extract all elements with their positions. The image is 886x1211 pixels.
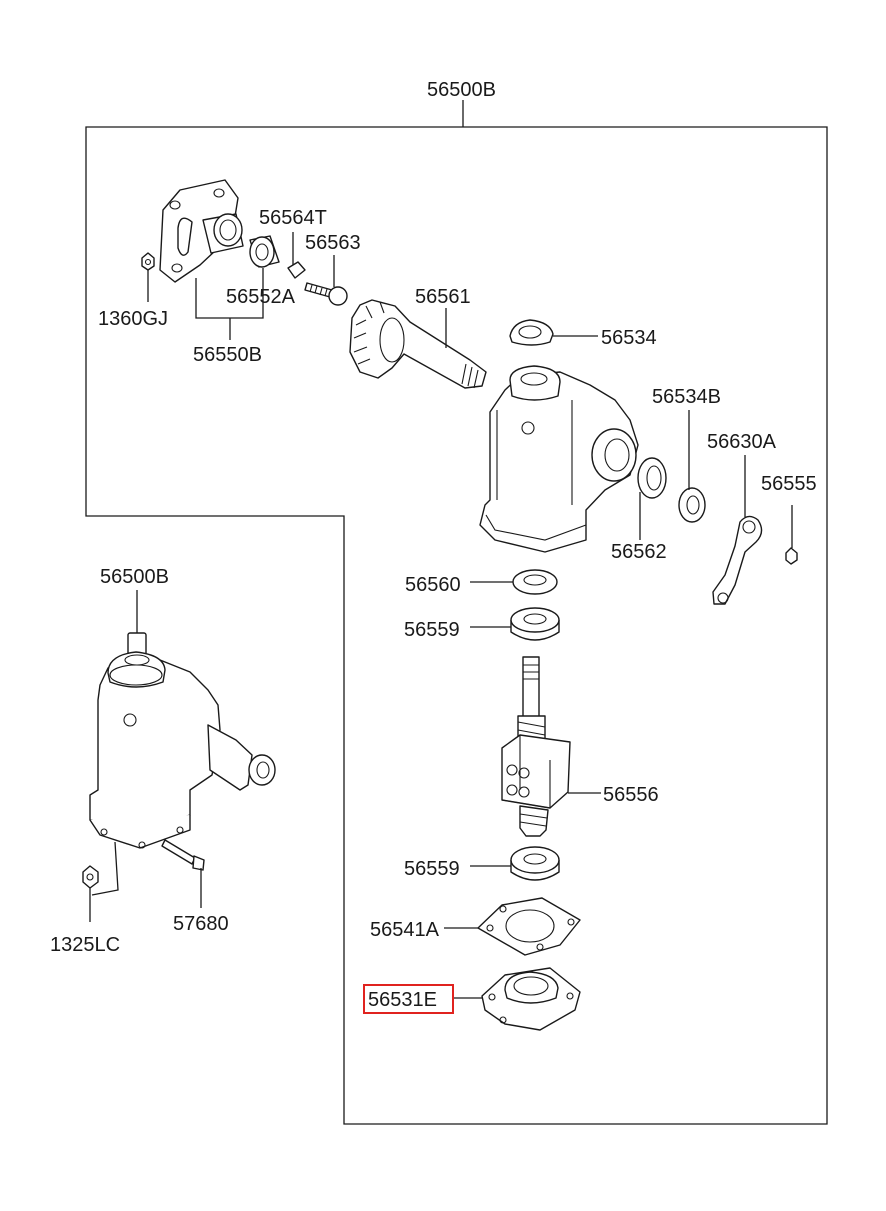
leader-1325LC-bracket — [91, 841, 119, 896]
label-56555[interactable]: 56555 — [761, 473, 817, 495]
part-57680-bolt — [161, 839, 205, 871]
label-56556[interactable]: 56556 — [603, 784, 659, 806]
label-1360GJ[interactable]: 1360GJ — [98, 308, 168, 330]
part-56552A-bushing — [249, 235, 280, 268]
label-56552A[interactable]: 56552A — [226, 286, 296, 308]
part-56534-seal — [509, 319, 554, 346]
label-56630A[interactable]: 56630A — [707, 431, 777, 453]
part-56559-bearing-top — [510, 607, 560, 641]
part-56559-bearing-bottom — [510, 846, 560, 881]
label-1325LC[interactable]: 1325LC — [50, 934, 120, 956]
label-56561[interactable]: 56561 — [415, 286, 471, 308]
part-56531E-cover — [481, 967, 581, 1031]
label-56500B-side[interactable]: 56500B — [100, 566, 169, 588]
label-56500B-top[interactable]: 56500B — [427, 79, 496, 101]
label-56550B[interactable]: 56550B — [193, 344, 262, 366]
part-56550B-flange — [159, 179, 244, 283]
part-1360GJ-nut — [141, 252, 155, 271]
label-56534B[interactable]: 56534B — [652, 386, 721, 408]
label-56560[interactable]: 56560 — [405, 574, 461, 596]
part-1325LC-nut — [82, 865, 99, 889]
part-56555-nut — [785, 547, 798, 565]
part-56561-sector-shaft — [349, 299, 487, 389]
label-56531E[interactable]: 56531E — [368, 989, 437, 1011]
part-56534B-washer — [678, 487, 706, 523]
part-56563-screw — [304, 282, 348, 306]
part-56500B-assembly — [89, 632, 276, 849]
label-56541A[interactable]: 56541A — [370, 919, 440, 941]
label-56559-bottom[interactable]: 56559 — [404, 858, 460, 880]
label-56559-top[interactable]: 56559 — [404, 619, 460, 641]
part-56541A-gasket — [477, 897, 581, 956]
label-56563[interactable]: 56563 — [305, 232, 361, 254]
label-57680[interactable]: 57680 — [173, 913, 229, 935]
part-56562-seal — [637, 457, 667, 499]
part-56560-bearing — [512, 569, 558, 595]
part-56556-worm-shaft — [501, 656, 571, 837]
part-gear-housing — [479, 365, 639, 553]
label-56534[interactable]: 56534 — [601, 327, 657, 349]
part-56630A-pitman-arm — [712, 515, 763, 605]
highlight-56531E — [363, 984, 454, 1014]
label-56562[interactable]: 56562 — [611, 541, 667, 563]
assembly-frame — [85, 126, 828, 1125]
label-56564T[interactable]: 56564T — [259, 207, 327, 229]
part-56564T-washer — [287, 261, 306, 279]
